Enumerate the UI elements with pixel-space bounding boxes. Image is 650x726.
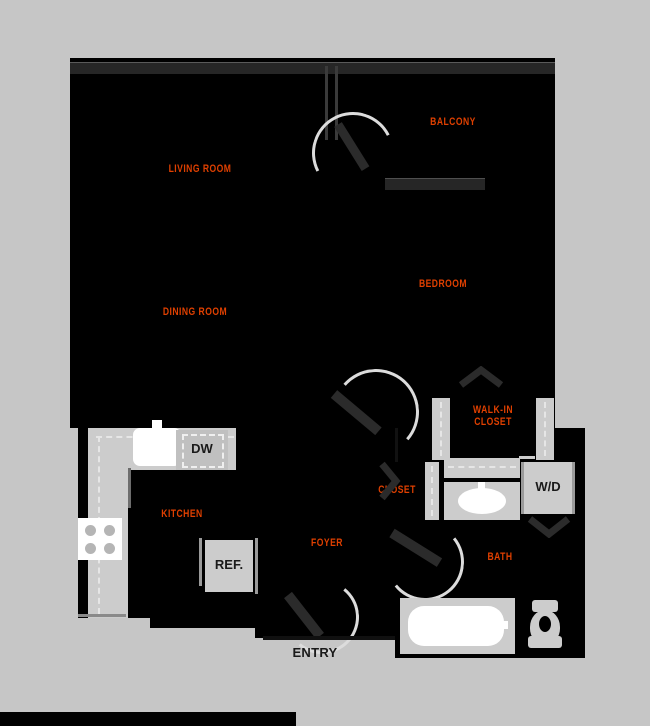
bathtub-drain bbox=[499, 621, 508, 629]
refrigerator-unit bbox=[205, 540, 253, 592]
dishwasher-dash-outline bbox=[182, 434, 224, 468]
wall-jamb-bedroom-left bbox=[395, 428, 398, 462]
balcony-door-jamb-right bbox=[335, 66, 338, 140]
closet-opening-chevron bbox=[379, 461, 401, 501]
room-label-balcony: BALCONY bbox=[430, 116, 476, 128]
wall-reveal-kitchen-bottom bbox=[78, 614, 126, 617]
building-edge-bottom bbox=[0, 712, 296, 726]
room-label-kitchen: KITCHEN bbox=[161, 508, 203, 520]
refrigerator-jamb-right bbox=[255, 538, 258, 594]
walkin-closet-door-left-dash bbox=[440, 402, 442, 456]
toilet-tank bbox=[532, 600, 558, 612]
washer-dryer-jamb-right bbox=[572, 462, 575, 514]
shell-top-margin bbox=[0, 0, 650, 58]
walkin-closet-door-right-dash bbox=[544, 402, 546, 456]
washer-dryer-label: W/D bbox=[535, 479, 561, 494]
room-label-living-room: LIVING ROOM bbox=[168, 163, 232, 175]
bathtub-basin bbox=[408, 606, 504, 646]
balcony-rail-top-highlight bbox=[70, 62, 555, 63]
cooktop-unit bbox=[78, 518, 122, 560]
balcony-door-jamb-left bbox=[325, 66, 328, 140]
shell-cutout-kitchen-left bbox=[70, 618, 150, 660]
refrigerator-jamb-left bbox=[199, 538, 202, 586]
shell-cutout-entry bbox=[263, 638, 395, 668]
walkin-closet-opening-chevron bbox=[458, 366, 504, 388]
room-label-walkin-closet: WALK-IN CLOSET bbox=[454, 404, 532, 428]
toilet-base bbox=[528, 636, 562, 648]
cooktop-burner-3 bbox=[85, 543, 96, 554]
cooktop-burner-1 bbox=[85, 525, 96, 536]
dishwasher-label: DW bbox=[191, 441, 213, 456]
dishwasher-unit bbox=[176, 430, 228, 470]
cooktop-burner-2 bbox=[104, 525, 115, 536]
refrigerator-label: REF. bbox=[214, 557, 244, 572]
room-label-dining-room: DINING ROOM bbox=[162, 306, 228, 318]
wall-reveal-kitchen-top bbox=[128, 468, 131, 508]
floor-foyer bbox=[255, 428, 400, 638]
washer-dryer-jamb-left bbox=[521, 462, 524, 514]
room-label-closet: CLOSET bbox=[378, 484, 416, 496]
balcony-rail-bottom-highlight bbox=[385, 178, 485, 179]
bath-vanity-counter bbox=[444, 458, 520, 478]
bath-sink-faucet bbox=[478, 482, 485, 496]
shell-cutout-upper-right bbox=[555, 58, 585, 178]
bath-vanity-counter-dash bbox=[448, 466, 516, 468]
walkin-closet-label-line1: WALK-IN bbox=[473, 404, 513, 416]
cooktop-burner-4 bbox=[104, 543, 115, 554]
annotation-entry: ENTRY bbox=[292, 645, 338, 660]
toilet-bowl-opening bbox=[539, 616, 551, 632]
kitchen-sink-faucet bbox=[152, 420, 162, 436]
entry-threshold bbox=[263, 636, 395, 640]
building-edge-bottom-stub bbox=[288, 718, 296, 726]
room-label-bedroom: BEDROOM bbox=[418, 278, 468, 290]
washer-dryer-opening-chevron bbox=[527, 516, 571, 538]
walkin-closet-label-line2: CLOSET bbox=[474, 416, 512, 428]
room-label-foyer: FOYER bbox=[311, 537, 343, 549]
closet-door-panel-dash bbox=[431, 466, 433, 516]
washer-dryer-unit bbox=[524, 462, 572, 514]
room-label-bath: BATH bbox=[487, 551, 513, 563]
washer-dryer-header bbox=[519, 456, 535, 459]
balcony-rail-top bbox=[70, 62, 555, 74]
balcony-rail-bottom bbox=[385, 178, 485, 190]
